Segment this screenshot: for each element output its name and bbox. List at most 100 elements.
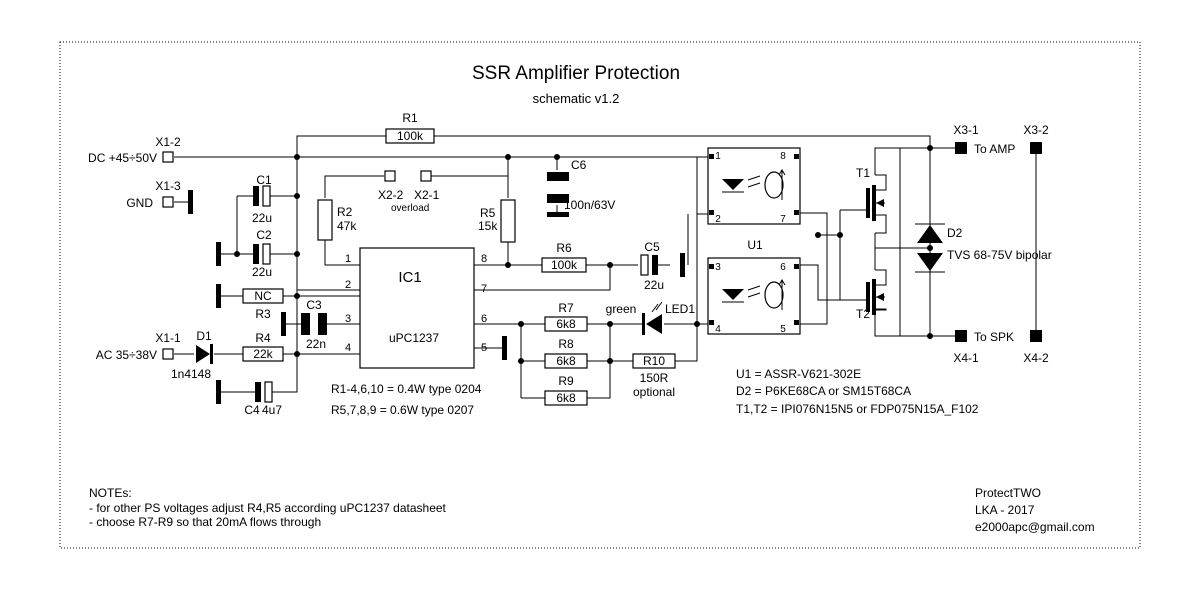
svg-text:optional: optional: [633, 385, 675, 399]
svg-text:3: 3: [345, 313, 351, 325]
svg-text:4: 4: [715, 324, 721, 335]
resistor-r6: 100k R6: [541, 241, 587, 273]
svg-text:8: 8: [481, 253, 487, 265]
svg-text:2: 2: [715, 214, 721, 225]
svg-text:4u7: 4u7: [262, 403, 282, 417]
capacitor-c6: C6 100n/63V: [547, 158, 615, 217]
svg-text:6k8: 6k8: [556, 354, 576, 368]
svg-text:LED1: LED1: [665, 302, 695, 316]
diode-d1: D1 1n4148: [171, 329, 213, 381]
svg-text:100k: 100k: [551, 258, 578, 272]
ground-bars: [188, 190, 685, 404]
bom-line-1: R1-4,6,10 = 0.4W type 0204: [331, 382, 482, 396]
svg-text:100k: 100k: [397, 129, 424, 143]
svg-text:6: 6: [780, 262, 786, 273]
svg-text:R8: R8: [558, 337, 574, 351]
svg-text:22u: 22u: [252, 211, 272, 225]
svg-text:22k: 22k: [253, 347, 273, 361]
svg-text:R10: R10: [643, 354, 665, 368]
svg-text:C6: C6: [571, 158, 587, 172]
svg-text:2: 2: [345, 279, 351, 291]
svg-text:C2: C2: [256, 228, 272, 242]
svg-text:T2: T2: [856, 307, 870, 321]
bom-notes: R1-4,6,10 = 0.4W type 0204 R5,7,8,9 = 0.…: [331, 367, 979, 417]
connector-x4-2: X4-2: [1023, 330, 1049, 365]
svg-text:X3-1: X3-1: [953, 123, 979, 137]
svg-text:5: 5: [481, 342, 487, 354]
svg-text:TVS 68-75V bipolar: TVS 68-75V bipolar: [947, 248, 1052, 262]
capacitor-c5: C5 22u: [640, 240, 664, 292]
resistor-r10: R10 150R optional: [632, 353, 676, 399]
svg-text:3: 3: [715, 262, 721, 273]
notes-block: NOTEs: - for other PS voltages adjust R4…: [89, 486, 447, 529]
wires: [174, 135, 1037, 399]
connector-x2-2: X2-2: [378, 170, 404, 202]
capacitor-c2: C2 22u: [252, 228, 272, 279]
svg-text:C3: C3: [306, 298, 322, 312]
svg-text:15k: 15k: [478, 219, 498, 233]
resistor-r5: R5 15k: [478, 199, 516, 243]
svg-text:R5: R5: [480, 206, 496, 220]
svg-text:1n4148: 1n4148: [171, 367, 211, 381]
connector-x3-1: X3-1 To AMP: [953, 123, 1015, 156]
svg-text:6k8: 6k8: [556, 317, 576, 331]
connector-x1-3: X1-3 GND: [126, 179, 181, 210]
svg-text:X1-3: X1-3: [155, 179, 181, 193]
svg-text:C4: C4: [244, 403, 260, 417]
bom-transistors: T1,T2 = IPI076N15N5 or FDP075N15A_F102: [736, 402, 979, 416]
svg-text:22u: 22u: [644, 278, 664, 292]
connector-x1-1: X1-1 AC 35÷38V: [96, 331, 181, 362]
mosfet-t1: T1: [856, 166, 887, 234]
svg-text:DC +45÷50V: DC +45÷50V: [88, 151, 157, 165]
ssr-u1: 1 2 8 7 3 4 6 5 U1: [707, 147, 801, 335]
svg-text:8: 8: [780, 151, 786, 162]
svg-text:U1: U1: [747, 238, 763, 252]
svg-text:R2: R2: [337, 205, 353, 219]
connector-x3-2: X3-2: [1023, 123, 1049, 154]
svg-text:NC: NC: [254, 289, 272, 303]
author-year: LKA - 2017: [975, 503, 1035, 517]
svg-text:100n/63V: 100n/63V: [564, 198, 615, 212]
svg-text:X4-1: X4-1: [953, 351, 979, 365]
connector-x2-1: X2-1 overload: [391, 170, 440, 214]
svg-text:X4-2: X4-2: [1023, 351, 1049, 365]
note-item: - for other PS voltages adjust R4,R5 acc…: [89, 501, 447, 515]
svg-text:22u: 22u: [252, 265, 272, 279]
resistor-r1: 100k R1: [385, 111, 435, 144]
resistor-r7: 6k8 R7: [544, 301, 588, 332]
note-item: - choose R7-R9 so that 20mA flows throug…: [89, 515, 321, 529]
svg-text:uPC1237: uPC1237: [389, 331, 439, 345]
svg-text:D1: D1: [196, 329, 212, 343]
svg-text:To SPK: To SPK: [974, 330, 1014, 344]
bom-line-2: R5,7,8,9 = 0.6W type 0207: [331, 403, 474, 417]
bom-u1: U1 = ASSR-V621-302E: [736, 367, 861, 381]
svg-text:X2-1: X2-1: [414, 188, 440, 202]
connector-x1-2: X1-2 DC +45÷50V: [88, 135, 181, 165]
ic-ic1: IC1 uPC1237 1 2 3 4 5 6 7 8: [345, 247, 487, 369]
schematic-subtitle: schematic v1.2: [533, 91, 620, 106]
svg-text:150R: 150R: [640, 371, 669, 385]
svg-text:6: 6: [481, 313, 487, 325]
svg-text:GND: GND: [126, 196, 153, 210]
svg-text:IC1: IC1: [398, 269, 421, 286]
svg-text:R1: R1: [402, 111, 418, 125]
svg-text:X1-1: X1-1: [155, 331, 181, 345]
svg-text:7: 7: [481, 283, 487, 295]
svg-text:overload: overload: [391, 203, 429, 214]
svg-text:To AMP: To AMP: [974, 142, 1015, 156]
svg-text:T1: T1: [856, 166, 870, 180]
bom-d2: D2 = P6KE68CA or SM15T68CA: [736, 384, 911, 398]
svg-text:C1: C1: [256, 173, 272, 187]
svg-text:R9: R9: [558, 374, 574, 388]
capacitor-c3: C3 22n: [301, 298, 327, 351]
resistor-r8: 6k8 R8: [544, 337, 588, 369]
svg-text:X1-2: X1-2: [155, 135, 181, 149]
resistor-r3: NC R3: [242, 288, 284, 321]
connector-x4-1: To SPK X4-1: [953, 330, 1014, 365]
notes-title: NOTEs:: [89, 486, 132, 500]
capacitor-c1: C1 22u: [252, 173, 272, 225]
svg-text:R3: R3: [255, 307, 271, 321]
svg-text:AC 35÷38V: AC 35÷38V: [96, 348, 157, 362]
resistor-r4: 22k R4: [242, 331, 284, 362]
